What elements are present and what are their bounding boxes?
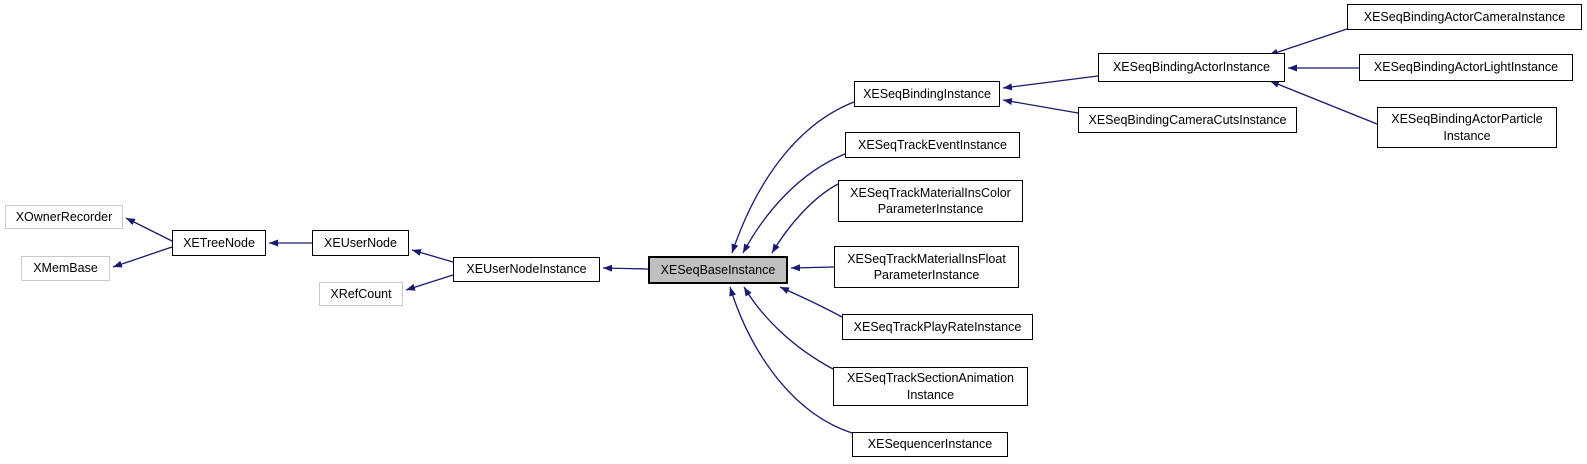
- class-node-xeusernodeinstance[interactable]: XEUserNodeInstance: [453, 257, 600, 282]
- class-node-xeseqbindingactorlightinstance[interactable]: XESeqBindingActorLightInstance: [1359, 54, 1573, 81]
- edge-xeseqbindingcameracuts-to-xeseqbindinginstance: [1002, 98, 1079, 114]
- edge-xeusernodeinstance-to-xeusernode: [411, 249, 454, 263]
- class-node-xmembase: XMemBase: [21, 256, 110, 281]
- edge-xetreenode-to-xownerrecorder: [125, 217, 173, 242]
- edge-xeseqtrackeventinstance-to-xeseqbaseinstance: [742, 153, 846, 254]
- edge-xetreenode-to-xmembase: [112, 246, 173, 268]
- class-node-xeseqbindinginstance[interactable]: XESeqBindingInstance: [854, 81, 1000, 107]
- class-node-xeseqtracksectionanimationinstance[interactable]: XESeqTrackSectionAnimation Instance: [833, 367, 1028, 406]
- edge-xeseqtrackmaterialinscolor-to-xeseqbaseinstance: [771, 183, 839, 254]
- class-node-xeseqtrackeventinstance[interactable]: XESeqTrackEventInstance: [845, 132, 1020, 158]
- class-node-xeseqtrackmaterialinsfloatparameterinstance[interactable]: XESeqTrackMaterialInsFloat ParameterInst…: [834, 246, 1019, 288]
- class-node-xeseqbindingactorparticleinstance[interactable]: XESeqBindingActorParticle Instance: [1377, 107, 1557, 148]
- class-node-xeseqbindingactorcamerainstance[interactable]: XESeqBindingActorCameraInstance: [1347, 4, 1582, 30]
- edge-xeseqbaseinstance-to-xeusernodeinstance: [602, 264, 649, 272]
- edge-xeseqbindinginstance-to-xeseqbaseinstance: [731, 101, 855, 254]
- class-node-xeseqtrackmaterialinscolorparameterinstance[interactable]: XESeqTrackMaterialInsColor ParameterInst…: [838, 180, 1023, 222]
- class-node-xeusernode[interactable]: XEUserNode: [312, 230, 409, 256]
- class-node-xeseqbaseinstance-current: XESeqBaseInstance: [648, 256, 788, 284]
- edge-xeseqtrackmaterialinsfloat-to-xeseqbaseinstance: [790, 264, 835, 272]
- class-node-xeseqtrackplayrateinstance[interactable]: XESeqTrackPlayRateInstance: [842, 314, 1033, 340]
- class-node-xeseqbindingcameracutsinstance[interactable]: XESeqBindingCameraCutsInstance: [1078, 107, 1297, 133]
- class-node-xetreenode[interactable]: XETreeNode: [172, 230, 266, 256]
- class-node-xesequencerinstance[interactable]: XESequencerInstance: [852, 432, 1008, 457]
- class-node-xownerrecorder: XOwnerRecorder: [5, 205, 123, 229]
- edge-xesequencerinstance-to-xeseqbaseinstance: [729, 286, 853, 434]
- edge-xeseqtracksectionanimation-to-xeseqbaseinstance: [743, 286, 834, 370]
- class-node-xrefcount: XRefCount: [319, 282, 403, 306]
- edge-xeusernodeinstance-to-xrefcount: [405, 274, 454, 291]
- edge-xeseqbindingactorcamera-to-xeseqbindingactorinstance: [1268, 28, 1348, 56]
- edge-xeseqbindingactorinstance-to-xeseqbindinginstance: [1002, 75, 1099, 91]
- edge-xeseqtrackplayrate-to-xeseqbaseinstance: [779, 286, 843, 318]
- edge-xeseqbindingactorparticle-to-xeseqbindingactorinstance: [1269, 80, 1378, 125]
- class-node-xeseqbindingactorinstance[interactable]: XESeqBindingActorInstance: [1098, 53, 1285, 82]
